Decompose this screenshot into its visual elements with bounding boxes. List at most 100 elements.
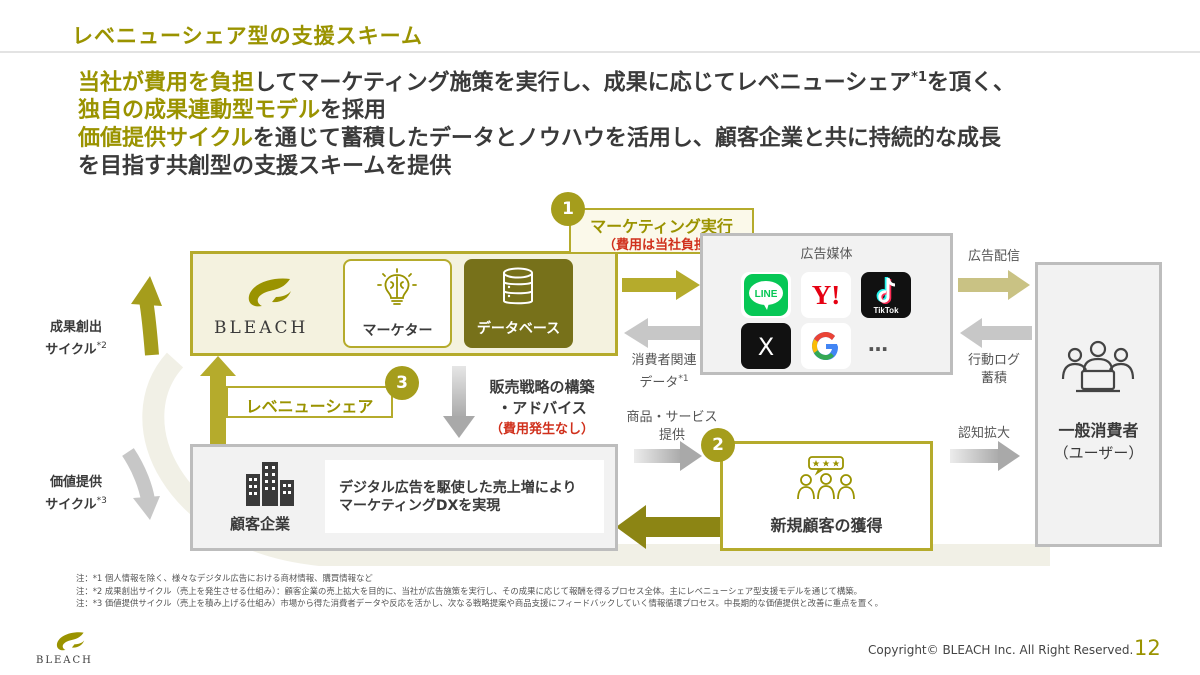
ad-arrowhead bbox=[1008, 270, 1030, 300]
product-arrow-shaft bbox=[634, 449, 682, 463]
behavior-log-line1: 行動ログ bbox=[967, 353, 1020, 368]
awareness-arrowhead bbox=[998, 441, 1020, 471]
ad-arrow-shaft bbox=[958, 278, 1010, 292]
value-cycle-footnote: *3 bbox=[96, 496, 107, 506]
x-app-icon: X bbox=[741, 323, 791, 369]
lead-highlight-cycle: 価値提供サイクル bbox=[78, 126, 253, 152]
product-arrowhead bbox=[680, 441, 702, 471]
marketing-exec-title: マーケティング実行 bbox=[590, 217, 733, 236]
acquisition-arrow-shaft bbox=[644, 517, 720, 537]
lead-highlight-model: 独自の成果連動型モデル bbox=[78, 98, 321, 124]
behavior-log-label: 行動ログ 蓄積 bbox=[956, 352, 1032, 388]
footer-logo-icon bbox=[56, 632, 85, 651]
consumer-title: 一般消費者 bbox=[1058, 421, 1139, 440]
revenue-share-text: レベニューシェア bbox=[245, 397, 374, 416]
awareness-arrow-shaft bbox=[950, 449, 1000, 463]
strategy-arrowhead bbox=[443, 416, 475, 438]
consumer-subtitle: （ユーザー） bbox=[1053, 444, 1144, 462]
revenue-arrow-shaft bbox=[210, 374, 226, 446]
x-app-text: X bbox=[758, 333, 774, 361]
product-support-label: 商品・サービス 提供 bbox=[614, 409, 730, 445]
lead-line-1-mid: してマーケティング施策を実行し、成果に応じてレベニューシェア bbox=[254, 70, 912, 96]
client-description-line2: マーケティングDXを実現 bbox=[339, 498, 501, 514]
lead-line-1-end: を頂く、 bbox=[927, 70, 1016, 96]
product-support-line2: 提供 bbox=[658, 428, 685, 443]
step-3-badge: 3 bbox=[385, 366, 419, 400]
tiktok-app-text: TikTok bbox=[873, 306, 899, 315]
client-description-card: デジタル広告を駆使した売上増により マーケティングDXを実現 bbox=[325, 460, 604, 533]
acquisition-arrowhead bbox=[616, 505, 646, 549]
lead-line-2: 独自の成果連動型モデルを採用 bbox=[78, 97, 1178, 125]
ad-delivery-label: 広告配信 bbox=[967, 249, 1020, 264]
slide-title: レベニューシェア型の支援スキーム bbox=[72, 24, 423, 48]
consumer-data-label: 消費者関連 データ*1 bbox=[614, 352, 714, 392]
marketing-exec-label: マーケティング実行 （費用は当社負担） bbox=[569, 208, 754, 254]
sales-strategy-note: （費用発生なし） bbox=[489, 422, 594, 437]
footnote-2: 注：*2 成果創出サイクル（売上を発生させる仕組み）：顧客企業の売上拡大を目的に… bbox=[76, 585, 863, 596]
outcome-cycle-text: サイクル bbox=[45, 342, 97, 358]
customer-review-icon bbox=[797, 456, 855, 500]
data-arrowhead bbox=[624, 318, 648, 348]
log-arrowhead bbox=[960, 318, 982, 348]
footnote-1: 注：*1 個人情報を除く、様々なデジタル広告における商材情報、購買情報など bbox=[76, 573, 373, 583]
sales-strategy-line1: 販売戦略の構築 bbox=[489, 378, 595, 396]
strategy-arrow-shaft bbox=[452, 366, 466, 418]
yahoo-app-icon: Y! bbox=[801, 272, 851, 318]
bleach-logo-text: BLEACH bbox=[214, 318, 309, 338]
value-cycle-arrowhead bbox=[133, 496, 160, 520]
database-icon bbox=[503, 267, 533, 305]
outcome-cycle-label: 成果創出 サイクル*2 bbox=[26, 318, 126, 359]
log-arrow-shaft bbox=[980, 326, 1032, 340]
outcome-cycle-footnote: *2 bbox=[96, 341, 107, 351]
client-name: 顧客企業 bbox=[230, 515, 291, 533]
database-label: データベース bbox=[476, 321, 561, 337]
consumer-box bbox=[1035, 262, 1162, 547]
users-icon bbox=[1061, 340, 1135, 393]
outcome-cycle-arrowhead bbox=[131, 276, 162, 306]
client-description: デジタル広告を駆使した売上増により マーケティングDXを実現 bbox=[339, 479, 576, 515]
line-app-text: LINE bbox=[755, 289, 778, 300]
building-icon bbox=[246, 462, 294, 506]
lead-highlight-cost: 当社が費用を負担 bbox=[78, 70, 255, 96]
sales-strategy-line2: ・アドバイス bbox=[497, 399, 587, 417]
page-number: 12 bbox=[1134, 636, 1161, 660]
lead-line-4: を目指す共創型の支援スキームを提供 bbox=[78, 154, 452, 180]
more-media-dots: … bbox=[868, 332, 890, 356]
lead-footnote-ref: *1 bbox=[911, 70, 928, 85]
acquisition-name: 新規顧客の獲得 bbox=[770, 516, 883, 535]
behavior-log-line2: 蓄積 bbox=[980, 371, 1007, 386]
title-rule bbox=[0, 51, 1200, 53]
step-2-badge: 2 bbox=[701, 428, 735, 462]
value-cycle-label: 価値提供 サイクル*3 bbox=[26, 473, 126, 514]
exec-arrowhead bbox=[676, 270, 700, 300]
consumer-data-footnote: *1 bbox=[678, 374, 689, 384]
marketing-exec-cost-note: （費用は当社負担） bbox=[602, 238, 720, 253]
lead-line-3: 価値提供サイクルを通じて蓄積したデータとノウハウを活用し、顧客企業と共に持続的な… bbox=[78, 125, 1178, 153]
consumer-name: 一般消費者 （ユーザー） bbox=[1035, 420, 1162, 464]
lead-text: 当社が費用を負担してマーケティング施策を実行し、成果に応じてレベニューシェア*1… bbox=[78, 64, 1178, 181]
lead-line-2-end: を採用 bbox=[320, 98, 387, 124]
step-1-badge: 1 bbox=[551, 192, 585, 226]
footer-logo-text: BLEACH bbox=[36, 655, 93, 666]
client-description-line1: デジタル広告を駆使した売上増により bbox=[339, 480, 577, 496]
revenue-arrowhead bbox=[200, 356, 236, 376]
value-cycle-line2: サイクル*3 bbox=[26, 492, 126, 514]
brain-bulb-icon bbox=[377, 268, 417, 305]
revenue-share-label: レベニューシェア bbox=[226, 386, 393, 418]
tiktok-app-icon: TikTok bbox=[861, 272, 911, 318]
value-cycle-line1: 価値提供 bbox=[49, 475, 102, 490]
consumer-data-text: データ bbox=[639, 375, 679, 391]
yahoo-app-text: Y! bbox=[812, 280, 841, 310]
sales-strategy-label: 販売戦略の構築 ・アドバイス （費用発生なし） bbox=[474, 377, 610, 440]
footnote-3: 注：*3 価値提供サイクル（売上を積み上げる仕組み）市場から得た消費者データや反… bbox=[76, 598, 883, 608]
copyright: Copyright© BLEACH Inc. All Right Reserve… bbox=[868, 643, 1134, 657]
google-app-icon: G bbox=[801, 323, 851, 369]
exec-arrow-shaft bbox=[622, 278, 678, 292]
lead-line-3-end: を通じて蓄積したデータとノウハウを活用し、顧客企業と共に持続的な成長 bbox=[252, 126, 1001, 152]
lead-line-1: 当社が費用を負担してマーケティング施策を実行し、成果に応じてレベニューシェア*1… bbox=[78, 64, 1178, 97]
value-cycle-arrow bbox=[122, 448, 155, 502]
value-cycle-text: サイクル bbox=[45, 497, 97, 513]
marketer-label: マーケター bbox=[362, 323, 433, 339]
footnotes: 注：*1 個人情報を除く、様々なデジタル広告における商材情報、購買情報など 注：… bbox=[76, 572, 883, 610]
